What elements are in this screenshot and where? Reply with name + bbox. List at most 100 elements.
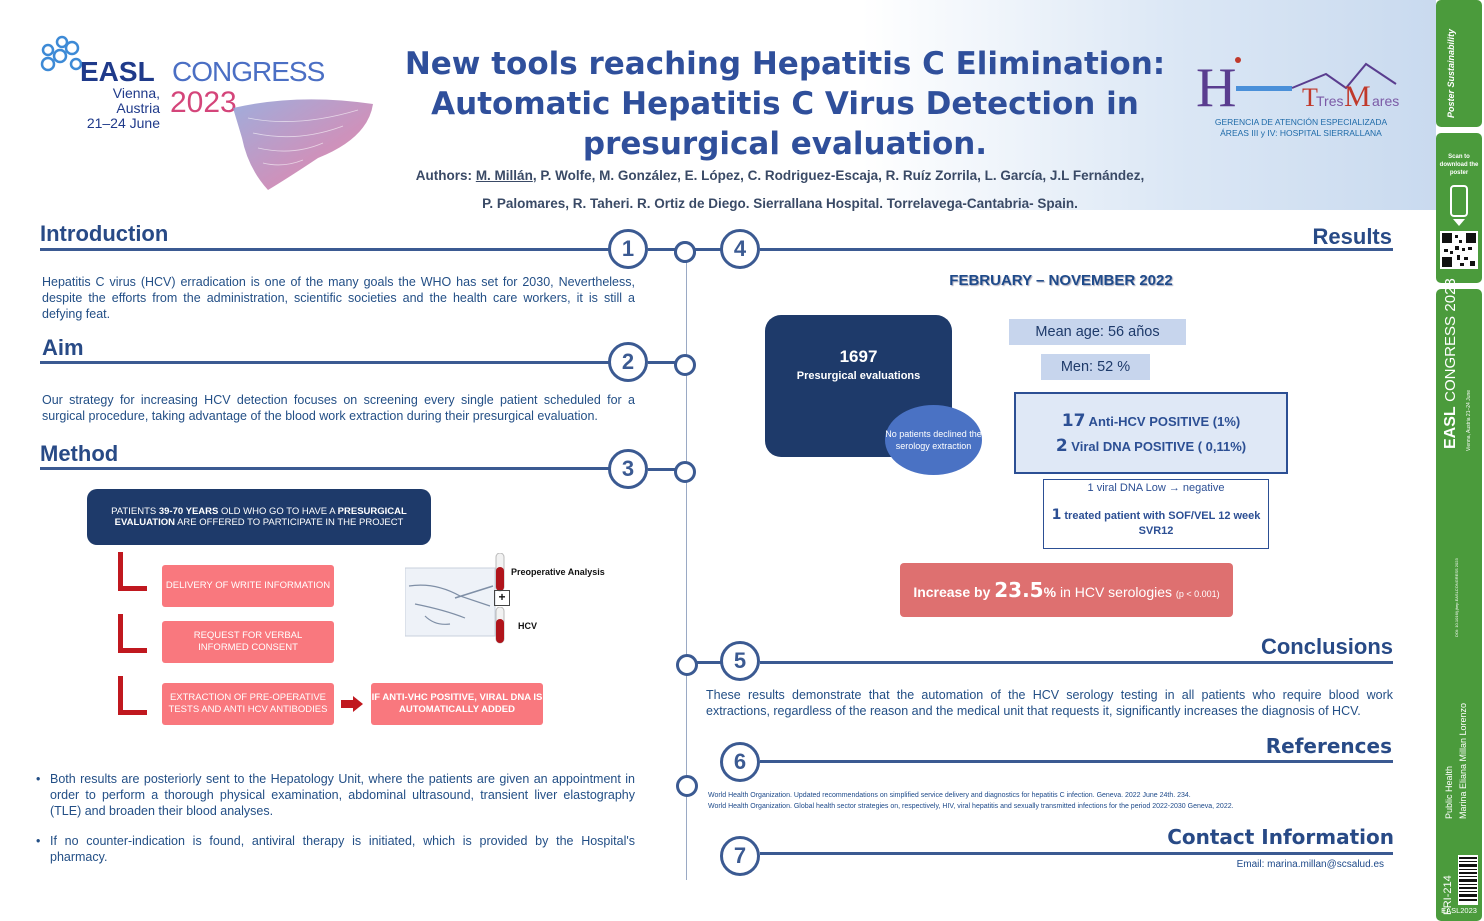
logo-tres-text: Tres — [1316, 93, 1343, 109]
conclusions-rule — [760, 661, 1393, 664]
dna-label: Viral DNA POSITIVE ( 0,11%) — [1067, 439, 1247, 454]
conclusions-connector — [696, 661, 722, 664]
blood-draw-illustration-icon — [405, 567, 496, 637]
introduction-title: Introduction — [40, 221, 169, 246]
congress-logo-text: CONGRESS — [172, 56, 325, 87]
timeline-node-6 — [676, 775, 698, 797]
step-extraction-tests: EXTRACTION OF PRE-OPERATIVE TESTS AND AN… — [162, 683, 334, 725]
evaluations-label: Presurgical evaluations — [796, 370, 921, 382]
svg-text:M: M — [1344, 80, 1371, 113]
section-5-badge: 5 — [720, 641, 760, 681]
references-rule — [760, 760, 1393, 763]
anti-hcv-count: 17 — [1061, 411, 1086, 431]
authors-line-2: P. Palomares, R. Taheri. R. Ortiz de Die… — [482, 196, 1078, 211]
aim-rule — [40, 361, 612, 364]
aim-text: Our strategy for increasing HCV detectio… — [42, 393, 635, 423]
authors-rest: , P. Wolfe, M. González, E. López, C. Ro… — [532, 168, 1145, 183]
method-patients-box: PATIENTS 39-70 YEARS OLD WHO GO TO HAVE … — [87, 489, 431, 545]
easl-logo-text: EASL — [80, 56, 155, 87]
logo-mares-text: ares — [1372, 93, 1399, 109]
increase-text: Increase by 23.5% in HCV serologies (p <… — [913, 578, 1220, 602]
hospital-line-2: ÁREAS III y IV: HOSPITAL SIERRALLANA — [1220, 128, 1382, 138]
qr-code-icon[interactable] — [1440, 231, 1478, 269]
section-4-badge: 4 — [720, 229, 760, 269]
plus-sign: + — [494, 590, 510, 606]
sidebar-scan-panel[interactable]: Scan to download the poster — [1436, 133, 1482, 283]
logo-location-text: Vienna, Austria — [112, 85, 160, 116]
dna-count: 2 — [1055, 436, 1068, 456]
method-bullet-2: •If no counter-indication is found, anti… — [36, 834, 635, 864]
title-line-1: New tools reaching Hepatitis C Eliminati… — [404, 46, 1166, 82]
positive-results-box: 17 Anti-HCV POSITIVE (1%) 2 Viral DNA PO… — [1014, 392, 1288, 474]
sidebar-author: Marina Eliana Millan Lorenzo — [1458, 702, 1468, 819]
timeline-line — [686, 250, 687, 880]
first-author: M. Millán — [475, 168, 533, 183]
sidebar-sustainability-panel: Poster Sustainability — [1436, 0, 1482, 127]
aim-connector — [648, 361, 676, 364]
title-line-3: presurgical evaluation. — [582, 126, 988, 162]
contact-email[interactable]: Email: marina.millan@scsalud.es — [1236, 859, 1384, 870]
results-period: FEBRUARY – NOVEMBER 2022 — [949, 272, 1173, 289]
contact-rule — [760, 852, 1393, 855]
tube-hcv-label: HCV — [518, 621, 538, 631]
dna-followup-box: 1 viral DNA Low → negative 1 treated pat… — [1043, 479, 1269, 549]
svg-text:T: T — [1302, 83, 1318, 112]
results-rule — [760, 248, 1393, 251]
step-verbal-consent: REQUEST FOR VERBAL INFORMED CONSENT — [162, 621, 334, 663]
right-sidebar: Poster Sustainability Scan to download t… — [1436, 0, 1484, 921]
anti-hcv-label: Anti-HCV POSITIVE (1%) — [1085, 414, 1241, 429]
dna-low-text: 1 viral DNA Low → negative — [1087, 482, 1225, 494]
arrow-step-3-icon — [118, 676, 147, 715]
sidebar-easl: EASL — [1442, 406, 1459, 449]
logo-location: Vienna, Austria 21–24 June — [80, 86, 160, 131]
references-list: World Health Organization. Updated recom… — [708, 790, 1398, 812]
logo-dates-text: 21–24 June — [86, 115, 160, 131]
contact-title: Contact Information — [1167, 825, 1394, 849]
declined-bubble: No patients declined the serology extrac… — [885, 405, 982, 475]
introduction-connector — [648, 248, 676, 251]
logo-year: 2023 — [170, 86, 237, 119]
method-title: Method — [40, 441, 119, 466]
method-rule — [40, 467, 612, 470]
section-2-badge: 2 — [608, 342, 648, 382]
poster-title: New tools reaching Hepatitis C Eliminati… — [380, 44, 1190, 164]
sidebar-congress-logo: EASL CONGRESS 2023 — [1442, 278, 1460, 449]
method-bullet-1: •Both results are posteriorly sent to th… — [36, 772, 635, 818]
men-box: Men: 52 % — [1041, 354, 1150, 380]
results-title: Results — [1312, 224, 1392, 249]
barcode-icon — [1458, 855, 1478, 905]
reference-1: World Health Organization. Updated recom… — [708, 792, 1191, 799]
timeline-node-5 — [676, 654, 698, 676]
results-connector — [694, 248, 722, 251]
sidebar-scan-label: Scan to download the poster — [1439, 154, 1479, 176]
method-patients-text: PATIENTS 39-70 YEARS OLD WHO GO TO HAVE … — [111, 506, 407, 528]
sidebar-poster-label: Poster Sustainability — [1446, 28, 1456, 118]
bullet-2-text: If no counter-indication is found, antiv… — [50, 834, 635, 864]
conclusions-text: These results demonstrate that the autom… — [706, 688, 1393, 718]
reference-2: World Health Organization. Global health… — [708, 803, 1234, 810]
sidebar-doi: DOI: 10.1016/j.jhep.EASLCONGRESS 2023 — [1454, 558, 1459, 637]
method-connector — [648, 468, 676, 471]
timeline-node-3 — [674, 461, 696, 483]
title-line-2: Automatic Hepatitis C Virus Detection in — [431, 86, 1139, 122]
easl-hexagon-logo-icon — [40, 35, 83, 72]
section-1-badge: 1 — [608, 229, 648, 269]
treated-label: treated patient with SOF/VEL 12 week SVR… — [1061, 510, 1261, 537]
liver-illustration-icon — [233, 99, 373, 190]
timeline-node-4 — [674, 241, 696, 263]
conclusions-title: Conclusions — [1260, 634, 1393, 659]
tube-preoperative-label: Preoperative Analysis — [511, 567, 605, 577]
section-7-badge: 7 — [720, 836, 760, 876]
sidebar-info-panel: EASL CONGRESS 2023 Vienna, Austria 21–24… — [1436, 278, 1482, 921]
sidebar-place: Vienna, Austria 21–24 June — [1466, 389, 1472, 451]
bullet-1-text: Both results are posteriorly sent to the… — [50, 772, 635, 818]
introduction-rule — [40, 248, 612, 251]
blood-tube-1-icon — [495, 553, 505, 592]
treated-count: 1 — [1051, 507, 1062, 523]
sidebar-year: 2023 — [1442, 278, 1459, 312]
section-3-badge: 3 — [608, 449, 648, 489]
aim-title: Aim — [42, 335, 84, 360]
tres-mares-logo-icon: H T Tres M ares — [1196, 57, 1399, 116]
section-6-badge: 6 — [720, 742, 760, 782]
sidebar-congress: CONGRESS — [1442, 316, 1459, 402]
